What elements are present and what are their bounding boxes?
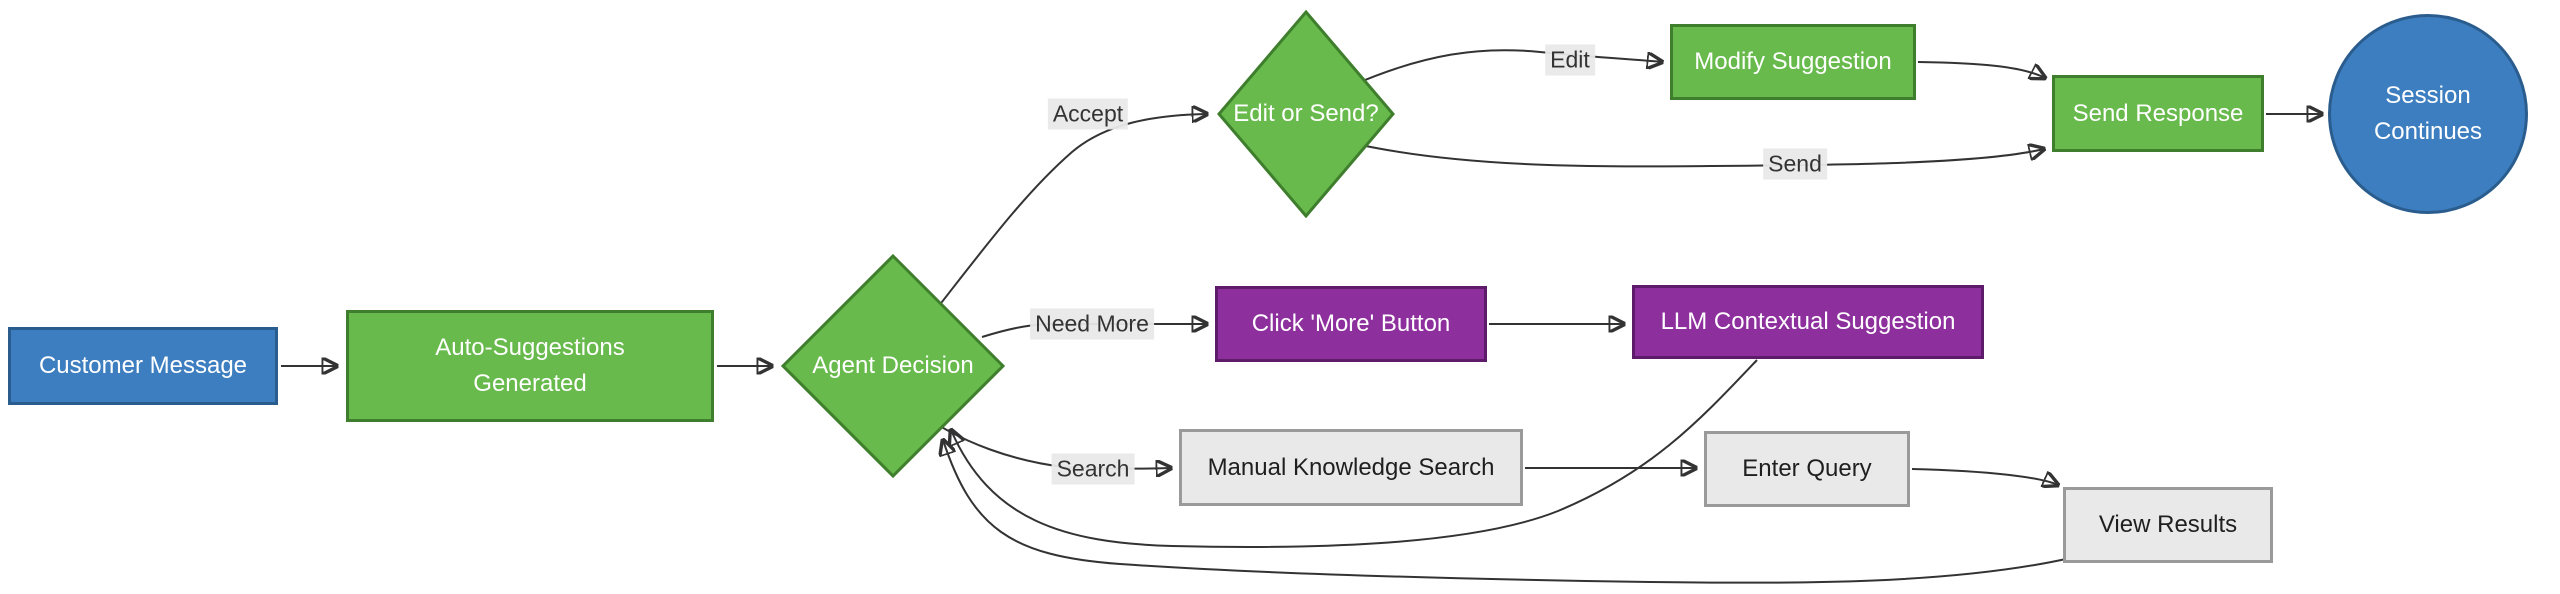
edge-label-send: Send — [1763, 148, 1827, 180]
edge-modify-to-sendresponse — [1917, 61, 2045, 78]
node-view-results: View Results — [2063, 487, 2273, 563]
node-modify-suggestion: Modify Suggestion — [1670, 24, 1916, 100]
node-customer-message: Customer Message — [8, 327, 278, 405]
node-agent-decision-label: Agent Decision — [812, 352, 974, 379]
edge-editorsend-send-to-sendresponse — [1360, 145, 2044, 168]
node-edit-or-send-label: Edit or Send? — [1233, 100, 1379, 127]
node-llm-contextual-suggestion: LLM Contextual Suggestion — [1632, 285, 1984, 359]
edge-label-search: Search — [1051, 453, 1135, 485]
node-auto-suggestions-generated: Auto-Suggestions Generated — [346, 310, 714, 422]
edge-enterquery-to-viewresults — [1911, 468, 2058, 485]
edge-label-edit: Edit — [1545, 44, 1595, 76]
edge-editorsend-edit-to-modify — [1352, 49, 1662, 86]
node-edit-or-send: Edit or Send? — [1217, 10, 1395, 218]
node-session-continues: Session Continues — [2328, 14, 2528, 214]
edge-label-accept: Accept — [1047, 98, 1129, 130]
node-click-more-button: Click 'More' Button — [1215, 286, 1487, 362]
diamond-shape — [1217, 10, 1395, 218]
edge-decision-accept-to-editorsend — [937, 114, 1207, 308]
edge-label-need-more: Need More — [1030, 308, 1154, 340]
node-manual-knowledge-search: Manual Knowledge Search — [1179, 429, 1523, 506]
edge-viewresults-loop-to-decision — [943, 440, 2067, 584]
node-agent-decision: Agent Decision — [781, 254, 1005, 478]
node-enter-query: Enter Query — [1704, 431, 1910, 507]
node-send-response: Send Response — [2052, 75, 2264, 152]
edge-llm-loop-to-decision — [951, 359, 1758, 548]
diamond-shape — [781, 254, 1005, 478]
